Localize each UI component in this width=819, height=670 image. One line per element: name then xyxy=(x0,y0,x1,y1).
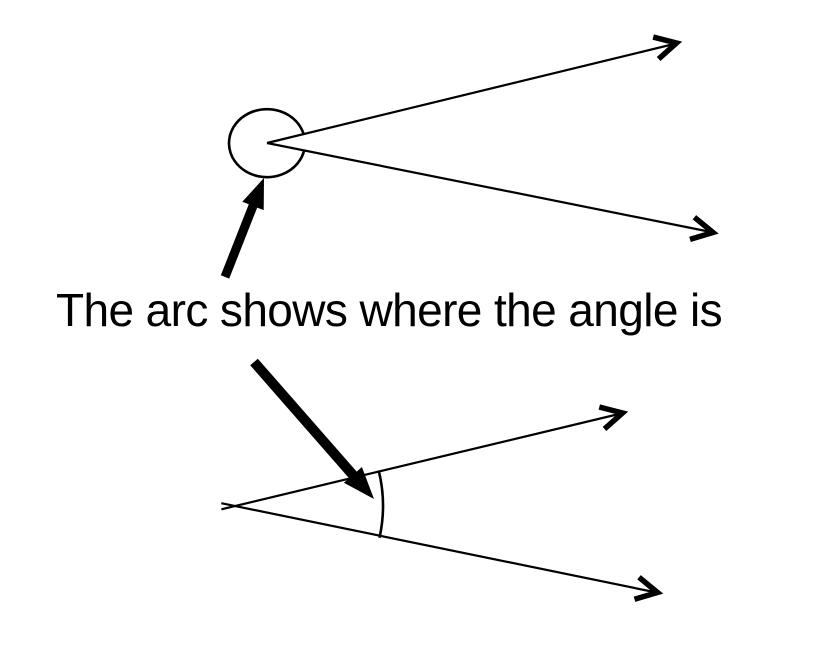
top-angle-circle-arc xyxy=(227,107,306,179)
bottom-lower-ray-arrowhead-icon xyxy=(633,575,664,602)
top-upper-ray-arrowhead-icon xyxy=(652,34,683,62)
pointer-arrow-to-arc-icon xyxy=(250,358,374,499)
caption-text: The arc shows where the angle is xyxy=(56,284,723,336)
top-angle-figure xyxy=(227,34,719,243)
bottom-angle-lower-ray xyxy=(221,502,655,594)
top-angle-upper-ray xyxy=(266,42,675,145)
bottom-upper-ray-arrowhead-icon xyxy=(598,404,629,431)
top-lower-ray-arrowhead-icon xyxy=(689,215,719,243)
pointer-arrow-to-circle-icon xyxy=(220,178,264,279)
bottom-angle-figure xyxy=(221,404,664,602)
bottom-angle-upper-ray xyxy=(221,412,620,511)
bottom-angle-arc xyxy=(377,470,385,539)
top-angle-lower-ray xyxy=(266,141,712,234)
